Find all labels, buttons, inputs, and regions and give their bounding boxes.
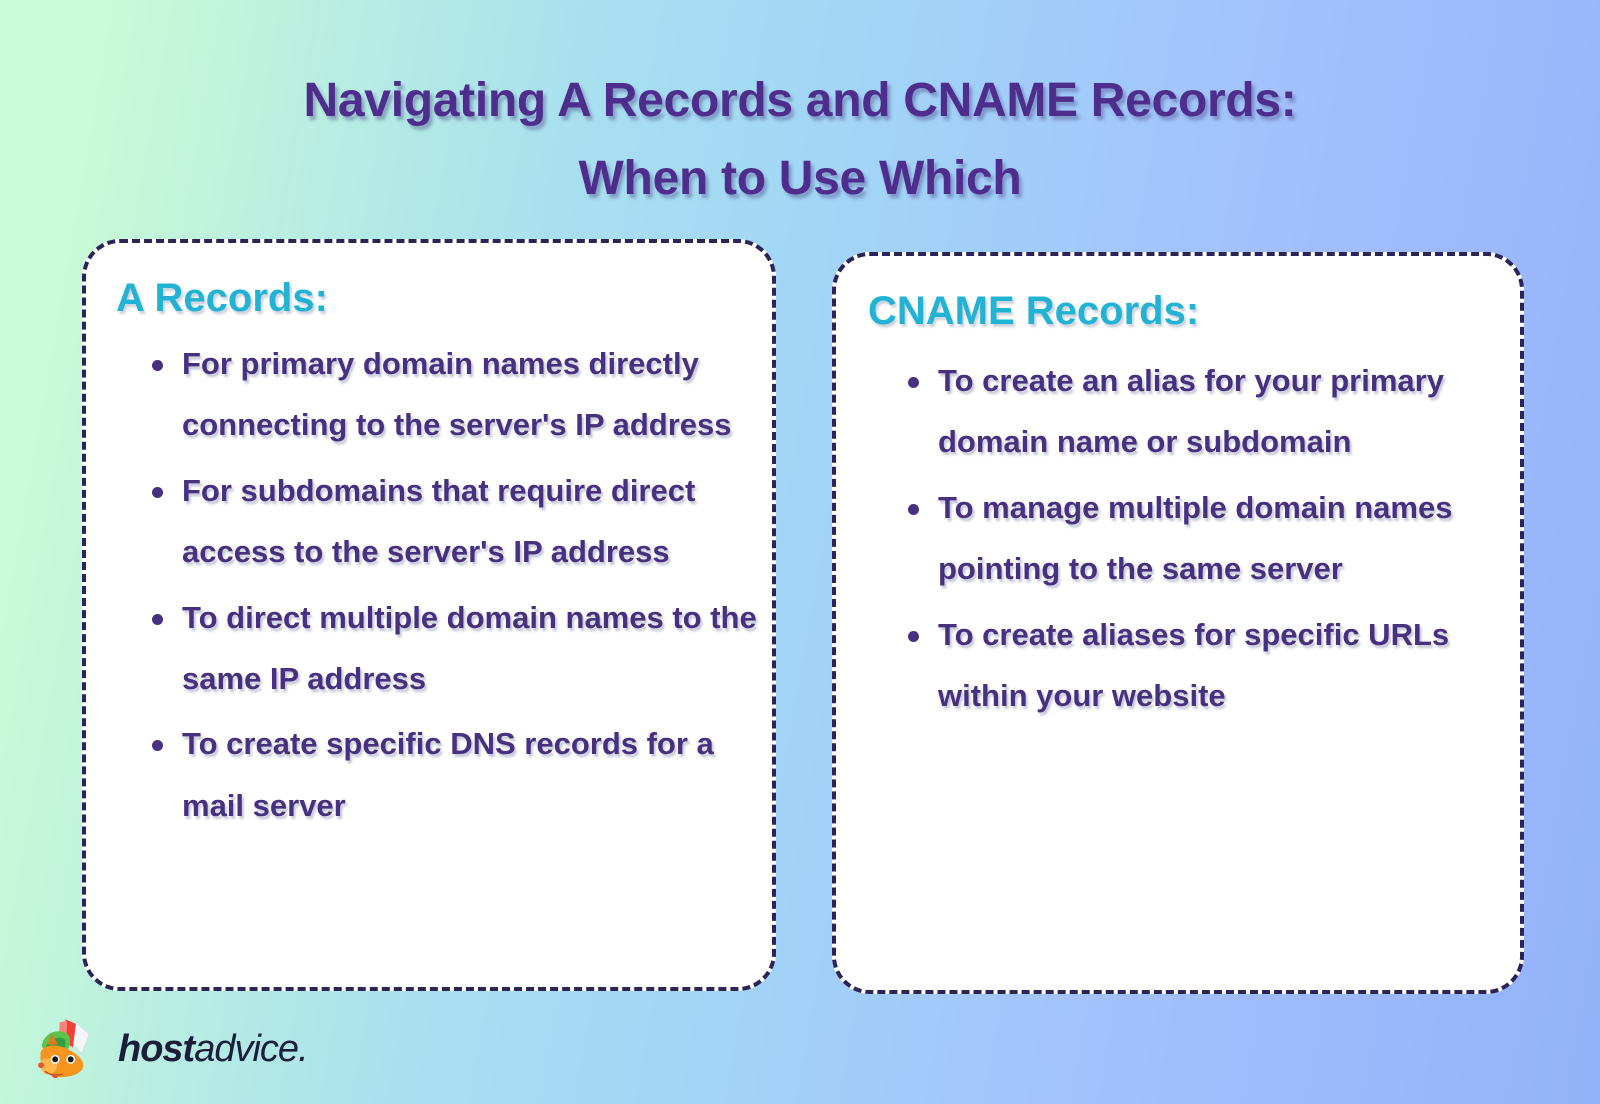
card-cname-records: CNAME Records: To create an alias for yo…: [832, 252, 1524, 994]
list-item: To create aliases for specific URLs with…: [908, 604, 1494, 727]
page-title-line-2: When to Use Which: [578, 151, 1022, 205]
card-a-records-heading: A Records:: [116, 276, 328, 320]
fox-mascot-icon: [30, 1012, 104, 1086]
brand-logo-advice: advice.: [194, 1028, 308, 1070]
brand-logo: hostadvice.: [30, 1012, 309, 1086]
list-item: To create specific DNS records for a mai…: [152, 713, 758, 836]
brand-logo-host: host: [118, 1028, 195, 1070]
card-cname-records-list: To create an alias for your primary doma…: [854, 350, 1502, 726]
list-item: To manage multiple domain names pointing…: [908, 477, 1494, 600]
list-item: For primary domain names directly connec…: [152, 333, 758, 456]
card-cname-records-heading: CNAME Records:: [868, 289, 1200, 333]
page-title-line-1: Navigating A Records and CNAME Records:: [303, 74, 1297, 127]
card-a-records: A Records: For primary domain names dire…: [82, 239, 776, 991]
list-item: For subdomains that require direct acces…: [152, 460, 758, 583]
list-item: To direct multiple domain names to the s…: [152, 587, 758, 710]
brand-logo-wordmark: hostadvice.: [118, 1028, 309, 1070]
page-title: Navigating A Records and CNAME Records: …: [0, 62, 1600, 218]
card-a-records-list: For primary domain names directly connec…: [114, 333, 758, 836]
list-item: To create an alias for your primary doma…: [908, 350, 1494, 473]
